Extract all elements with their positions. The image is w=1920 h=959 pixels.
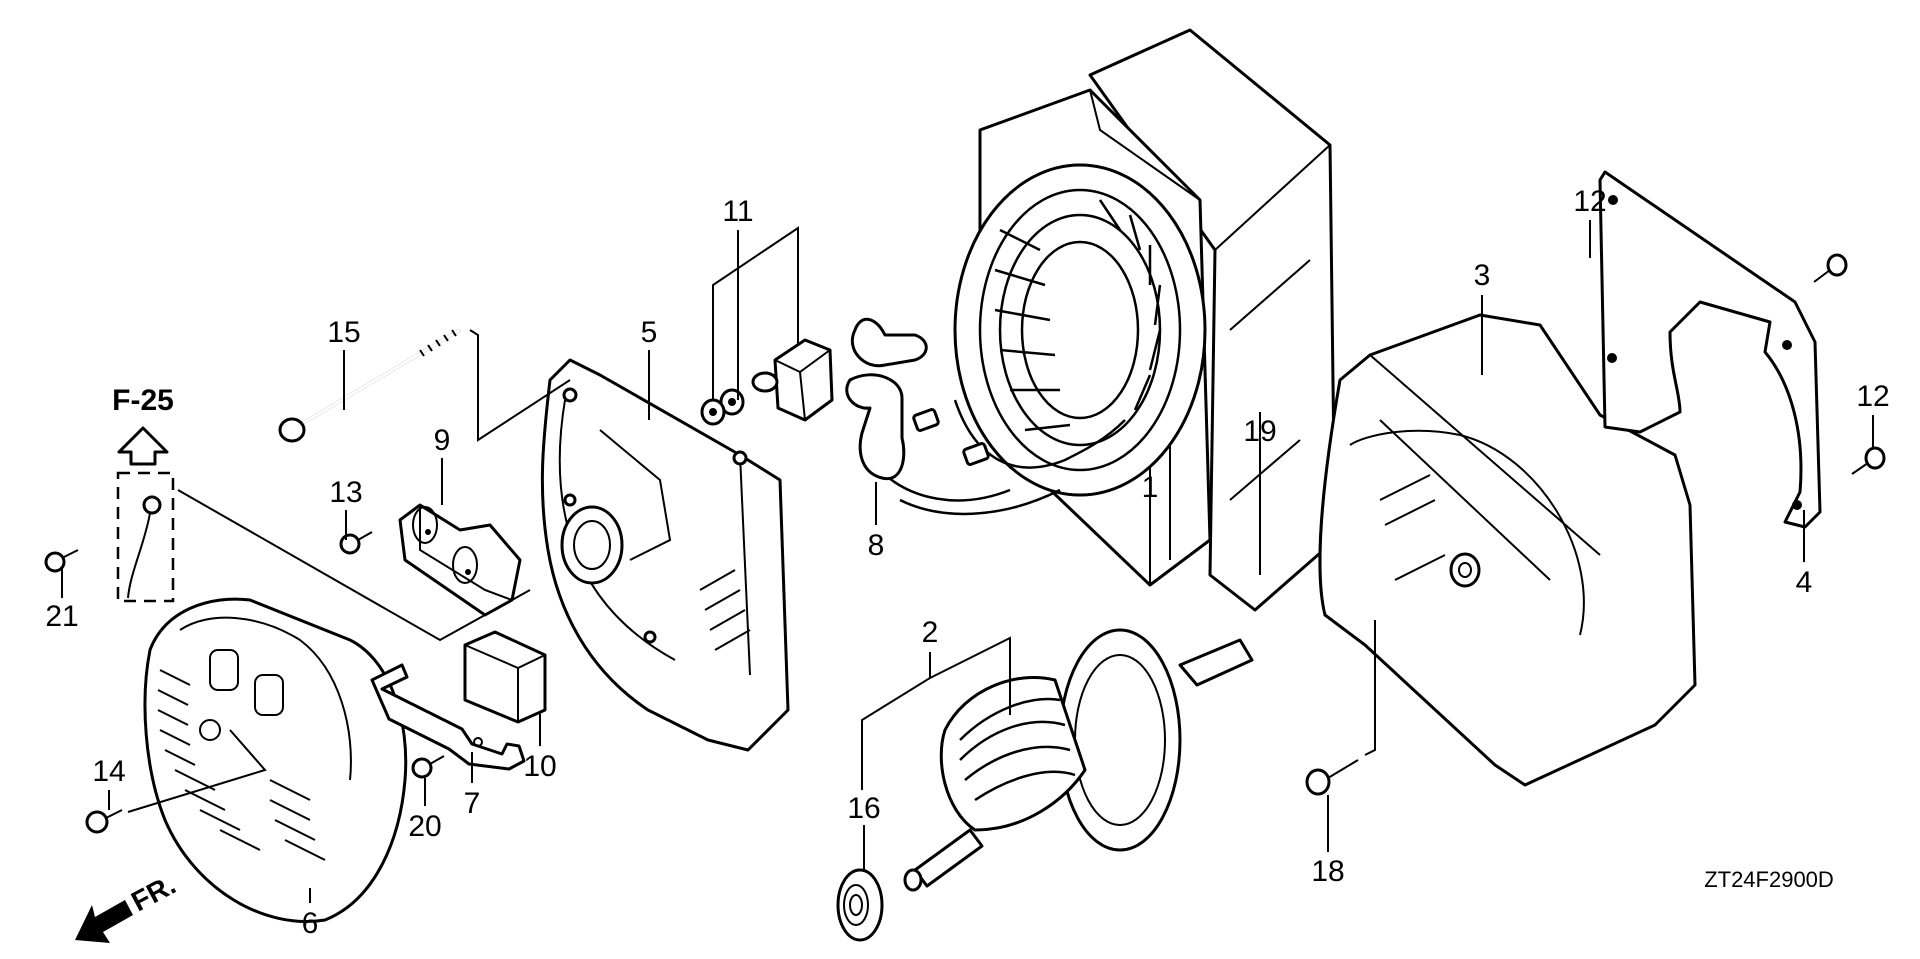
part-capacitor[interactable] [463, 630, 547, 724]
callout-19: 19 [1243, 415, 1276, 448]
part-bearing[interactable] [836, 868, 884, 942]
callout-21: 21 [45, 600, 78, 633]
part-ground-screw[interactable] [44, 549, 79, 573]
callout-13: 13 [329, 476, 362, 509]
callout-14: 14 [92, 755, 125, 788]
drawing-code: ZT24F2900D [1704, 867, 1834, 892]
reference-group-f25[interactable] [116, 426, 175, 603]
part-rear-plate[interactable] [1598, 170, 1822, 529]
part-bolt-12a[interactable] [1813, 253, 1848, 283]
callout-3: 3 [1474, 259, 1491, 292]
callout-20: 20 [408, 810, 441, 843]
callout-9: 9 [434, 424, 451, 457]
callout-12b: 12 [1856, 380, 1889, 413]
callout-1: 1 [1142, 471, 1159, 504]
callout-18: 18 [1311, 855, 1344, 888]
part-bracket[interactable] [370, 663, 526, 771]
part-flange-bolt[interactable] [1305, 759, 1359, 796]
callout-12a: 12 [1573, 185, 1606, 218]
callout-15: 15 [327, 316, 360, 349]
reference-label-f25[interactable]: F-25 [112, 384, 174, 417]
part-rotor[interactable] [903, 628, 1254, 892]
callout-16: 16 [847, 792, 880, 825]
part-wire-clamp[interactable] [845, 317, 928, 481]
callout-4: 4 [1796, 566, 1813, 599]
part-stator[interactable] [879, 88, 1212, 587]
part-through-bolt[interactable] [278, 328, 461, 443]
callout-11: 11 [722, 195, 753, 228]
part-circuit-breaker[interactable] [700, 338, 834, 426]
part-stator-cover[interactable] [1088, 28, 1337, 612]
part-screw-14[interactable] [85, 809, 123, 834]
direction-arrow-icon [75, 900, 133, 943]
callout-2: 2 [922, 616, 939, 649]
part-bolt-12b[interactable] [1851, 446, 1886, 475]
callout-5: 5 [641, 316, 658, 349]
part-receptacle[interactable] [398, 503, 522, 617]
callout-6: 6 [302, 907, 319, 940]
part-front-cover[interactable] [143, 597, 408, 923]
part-front-housing[interactable] [540, 358, 790, 752]
leader-lines [61, 220, 1874, 903]
part-screw-13[interactable] [339, 531, 373, 555]
part-screw-20[interactable] [411, 755, 445, 779]
callout-7: 7 [464, 787, 481, 820]
part-rear-housing[interactable] [1318, 313, 1697, 787]
front-direction-indicator: FR. [75, 869, 181, 943]
callout-10: 10 [523, 750, 556, 783]
front-label: FR. [126, 869, 180, 918]
callout-8: 8 [868, 529, 885, 562]
